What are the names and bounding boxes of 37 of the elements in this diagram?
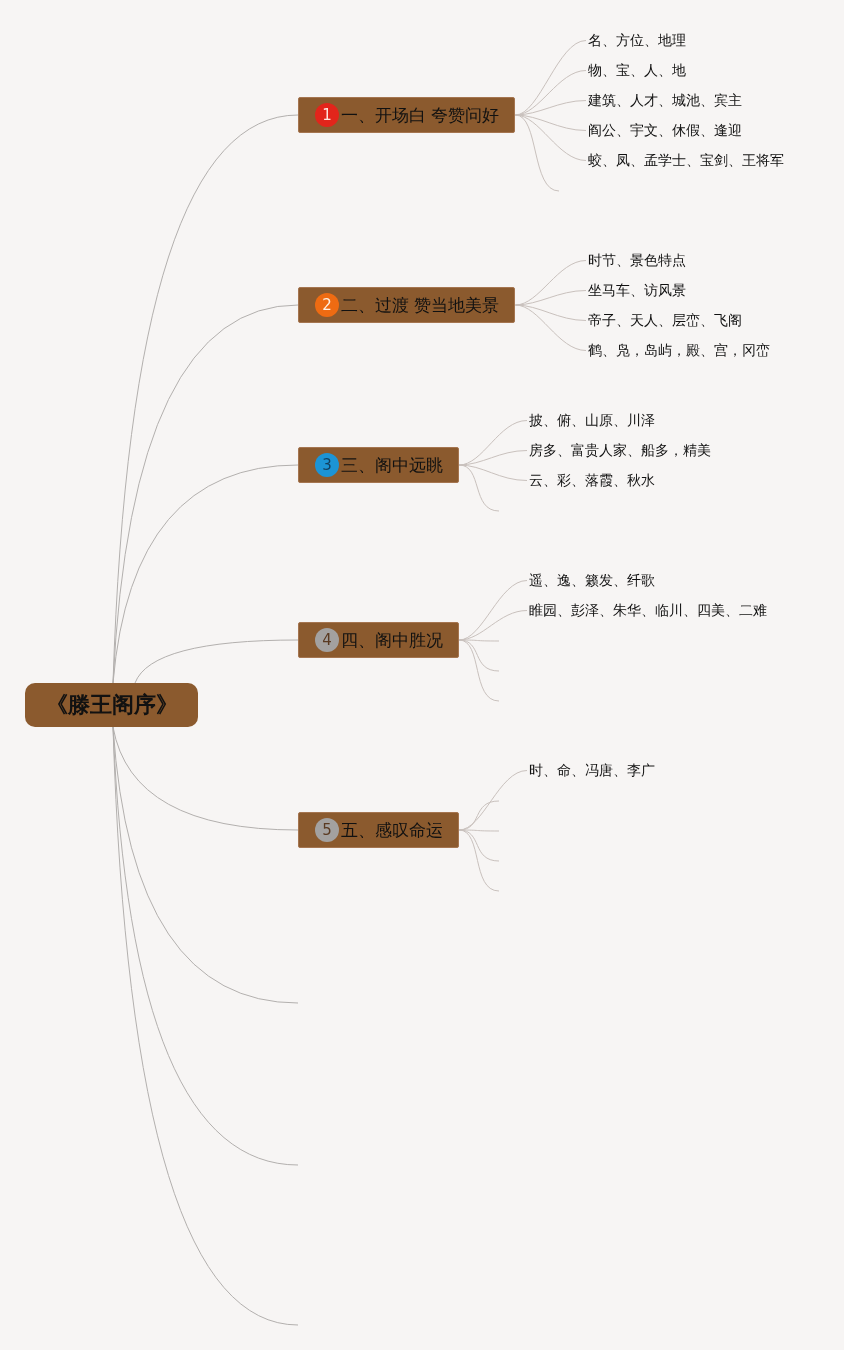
subtopic-label: 阎公、宇文、休假、逢迎 (588, 122, 742, 139)
subtopic-label: 名、方位、地理 (588, 32, 686, 49)
branch-line (134, 639, 299, 684)
branch-line (112, 464, 299, 684)
subtopic-label: 遥、逸、籁发、纤歌 (529, 572, 655, 589)
central-topic: 《滕王阁序》 (25, 683, 198, 727)
number-marker: 4 (315, 628, 339, 652)
topic-title: 一、开场白 夸赞问好 (341, 104, 500, 126)
number-marker: 3 (315, 453, 339, 477)
topic-box (298, 812, 459, 848)
topic-box (298, 287, 516, 323)
branch-line (112, 726, 299, 1326)
branch-line (514, 304, 587, 351)
topic-box (298, 622, 459, 658)
subtopic-label: 时节、景色特点 (588, 252, 686, 269)
subtopic-label: 坐马车、访风景 (588, 282, 686, 299)
branch-line (458, 464, 500, 512)
subtopic-label: 睢园、彭泽、朱华、临川、四美、二难 (529, 602, 767, 619)
branch-line (112, 304, 299, 684)
topic-title: 五、感叹命运 (341, 819, 443, 841)
number-marker: 5 (315, 818, 339, 842)
subtopic-label: 帝子、天人、层峦、飞阁 (588, 312, 742, 329)
subtopic-label: 时、命、冯唐、李广 (529, 762, 655, 779)
subtopic-label: 披、俯、山原、川泽 (529, 412, 655, 429)
subtopic-label: 建筑、人才、城池、宾主 (588, 92, 742, 109)
subtopic-label: 鹤、凫，岛屿，殿、宫，冈峦 (588, 342, 770, 359)
subtopic-label: 房多、富贵人家、船多，精美 (529, 442, 711, 459)
topic-title: 二、过渡 赞当地美景 (341, 294, 500, 316)
topic-title: 三、阁中远眺 (341, 454, 443, 476)
subtopic-label: 云、彩、落霞、秋水 (529, 472, 655, 489)
subtopic-label: 物、宝、人、地 (588, 62, 686, 79)
subtopic-label: 蛟、凤、孟学士、宝剑、王将军 (588, 152, 784, 169)
topic-box (298, 97, 516, 133)
topic-title: 四、阁中胜况 (341, 629, 443, 651)
number-marker: 2 (315, 293, 339, 317)
number-marker: 1 (315, 103, 339, 127)
topic-box (298, 447, 459, 483)
